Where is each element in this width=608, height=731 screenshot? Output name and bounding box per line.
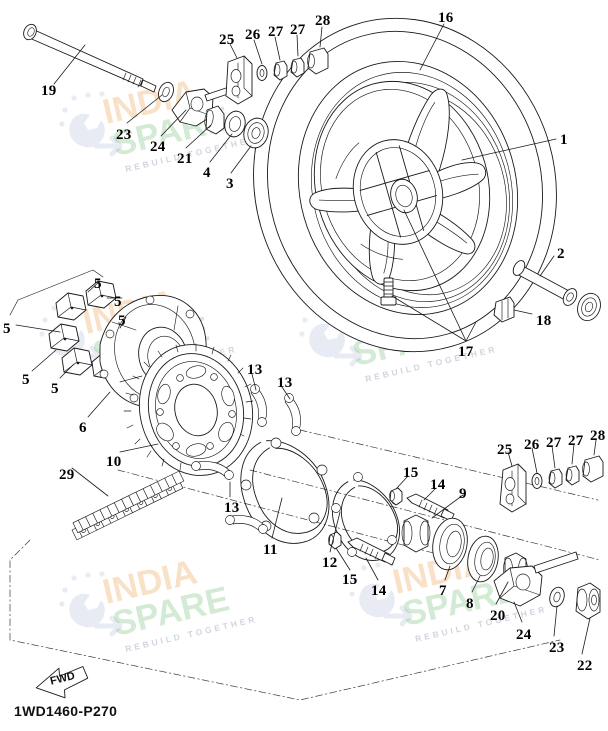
callout-26-bottom[interactable]: 26 bbox=[524, 437, 540, 453]
bolt-14-b bbox=[347, 537, 396, 566]
callout-23-top[interactable]: 23 bbox=[116, 127, 132, 143]
disc-guard-12 bbox=[331, 472, 401, 561]
fwd-arrow bbox=[35, 666, 89, 699]
tire-and-wheel-assembly bbox=[253, 17, 557, 353]
callout-7[interactable]: 7 bbox=[439, 583, 447, 599]
callout-28-bottom[interactable]: 28 bbox=[590, 428, 606, 444]
callout-27-top-b[interactable]: 27 bbox=[290, 22, 306, 38]
axle-nut-22 bbox=[575, 582, 601, 620]
callout-13-b[interactable]: 13 bbox=[277, 375, 293, 391]
callout-1[interactable]: 1 bbox=[560, 132, 568, 148]
callout-20[interactable]: 20 bbox=[490, 608, 506, 624]
callout-27-top-a[interactable]: 27 bbox=[268, 24, 284, 40]
callout-5-b[interactable]: 5 bbox=[114, 294, 122, 310]
bracket-13-a bbox=[250, 384, 267, 427]
tire-valve-18 bbox=[493, 296, 515, 323]
bracket-13-d bbox=[225, 515, 268, 534]
washer-23-top bbox=[158, 81, 174, 103]
washer-15-a bbox=[389, 487, 403, 506]
callout-14-a[interactable]: 14 bbox=[430, 477, 446, 493]
callout-25-top[interactable]: 25 bbox=[219, 32, 235, 48]
callout-3-top[interactable]: 3 bbox=[226, 176, 234, 192]
callout-5-e[interactable]: 5 bbox=[22, 372, 30, 388]
bearing-8 bbox=[467, 535, 499, 583]
callout-4[interactable]: 4 bbox=[203, 165, 211, 181]
wheel-axle-19 bbox=[23, 23, 157, 93]
drive-chain-29 bbox=[71, 470, 185, 541]
callout-16[interactable]: 16 bbox=[438, 10, 454, 26]
collar-2-right bbox=[512, 260, 578, 306]
disc-guard-11 bbox=[240, 437, 330, 544]
callout-27-bottom-a[interactable]: 27 bbox=[546, 435, 562, 451]
callout-25-bottom[interactable]: 25 bbox=[497, 442, 513, 458]
callout-23-bottom[interactable]: 23 bbox=[549, 640, 565, 656]
callout-29[interactable]: 29 bbox=[59, 467, 75, 483]
bearing-3-top bbox=[243, 117, 269, 149]
collar-21 bbox=[204, 105, 225, 135]
callout-9[interactable]: 9 bbox=[459, 486, 467, 502]
diagram-reference-number: 1WD1460-P270 bbox=[14, 703, 118, 719]
callout-6[interactable]: 6 bbox=[79, 420, 87, 436]
callout-5-f[interactable]: 5 bbox=[51, 381, 59, 397]
callout-13-c[interactable]: 13 bbox=[224, 500, 240, 516]
callout-2[interactable]: 2 bbox=[557, 246, 565, 262]
bracket-13-c bbox=[191, 461, 234, 480]
callout-17[interactable]: 17 bbox=[458, 344, 474, 360]
callout-26-top[interactable]: 26 bbox=[245, 27, 261, 43]
callout-13-a[interactable]: 13 bbox=[247, 362, 263, 378]
chain-adjuster-assembly-top bbox=[225, 47, 329, 105]
callout-15-a[interactable]: 15 bbox=[403, 465, 419, 481]
rear-sprocket-10 bbox=[123, 343, 254, 476]
bracket-13-b bbox=[284, 393, 301, 436]
callout-5-d[interactable]: 5 bbox=[3, 321, 11, 337]
callout-24-bottom[interactable]: 24 bbox=[516, 627, 532, 643]
callout-24-top[interactable]: 24 bbox=[150, 139, 166, 155]
bearing-7 bbox=[432, 517, 468, 571]
callout-10[interactable]: 10 bbox=[106, 454, 122, 470]
callout-11[interactable]: 11 bbox=[263, 542, 278, 558]
callout-27-bottom-b[interactable]: 27 bbox=[568, 433, 584, 449]
chain-puller-24-bottom bbox=[493, 551, 579, 607]
washer-23-bottom bbox=[549, 586, 565, 608]
callout-5-c[interactable]: 5 bbox=[118, 313, 126, 329]
callout-21[interactable]: 21 bbox=[177, 151, 193, 167]
callout-22[interactable]: 22 bbox=[577, 658, 593, 674]
collar-9 bbox=[401, 514, 431, 553]
bearing-3-right bbox=[577, 292, 601, 322]
callout-28-top[interactable]: 28 bbox=[315, 13, 331, 29]
chain-links bbox=[71, 470, 185, 541]
callout-12[interactable]: 12 bbox=[322, 555, 338, 571]
callout-5-a[interactable]: 5 bbox=[94, 276, 102, 292]
chain-adjuster-assembly-bottom bbox=[499, 455, 604, 513]
leader-lines bbox=[15, 23, 597, 655]
spacer-4 bbox=[224, 110, 246, 138]
callout-18[interactable]: 18 bbox=[536, 313, 552, 329]
callout-15-b[interactable]: 15 bbox=[342, 572, 358, 588]
callout-19[interactable]: 19 bbox=[41, 83, 57, 99]
sprocket-cutouts bbox=[156, 365, 236, 457]
callout-14-b[interactable]: 14 bbox=[371, 583, 387, 599]
callout-8[interactable]: 8 bbox=[466, 596, 474, 612]
valve-stem-on-rim bbox=[380, 277, 397, 306]
